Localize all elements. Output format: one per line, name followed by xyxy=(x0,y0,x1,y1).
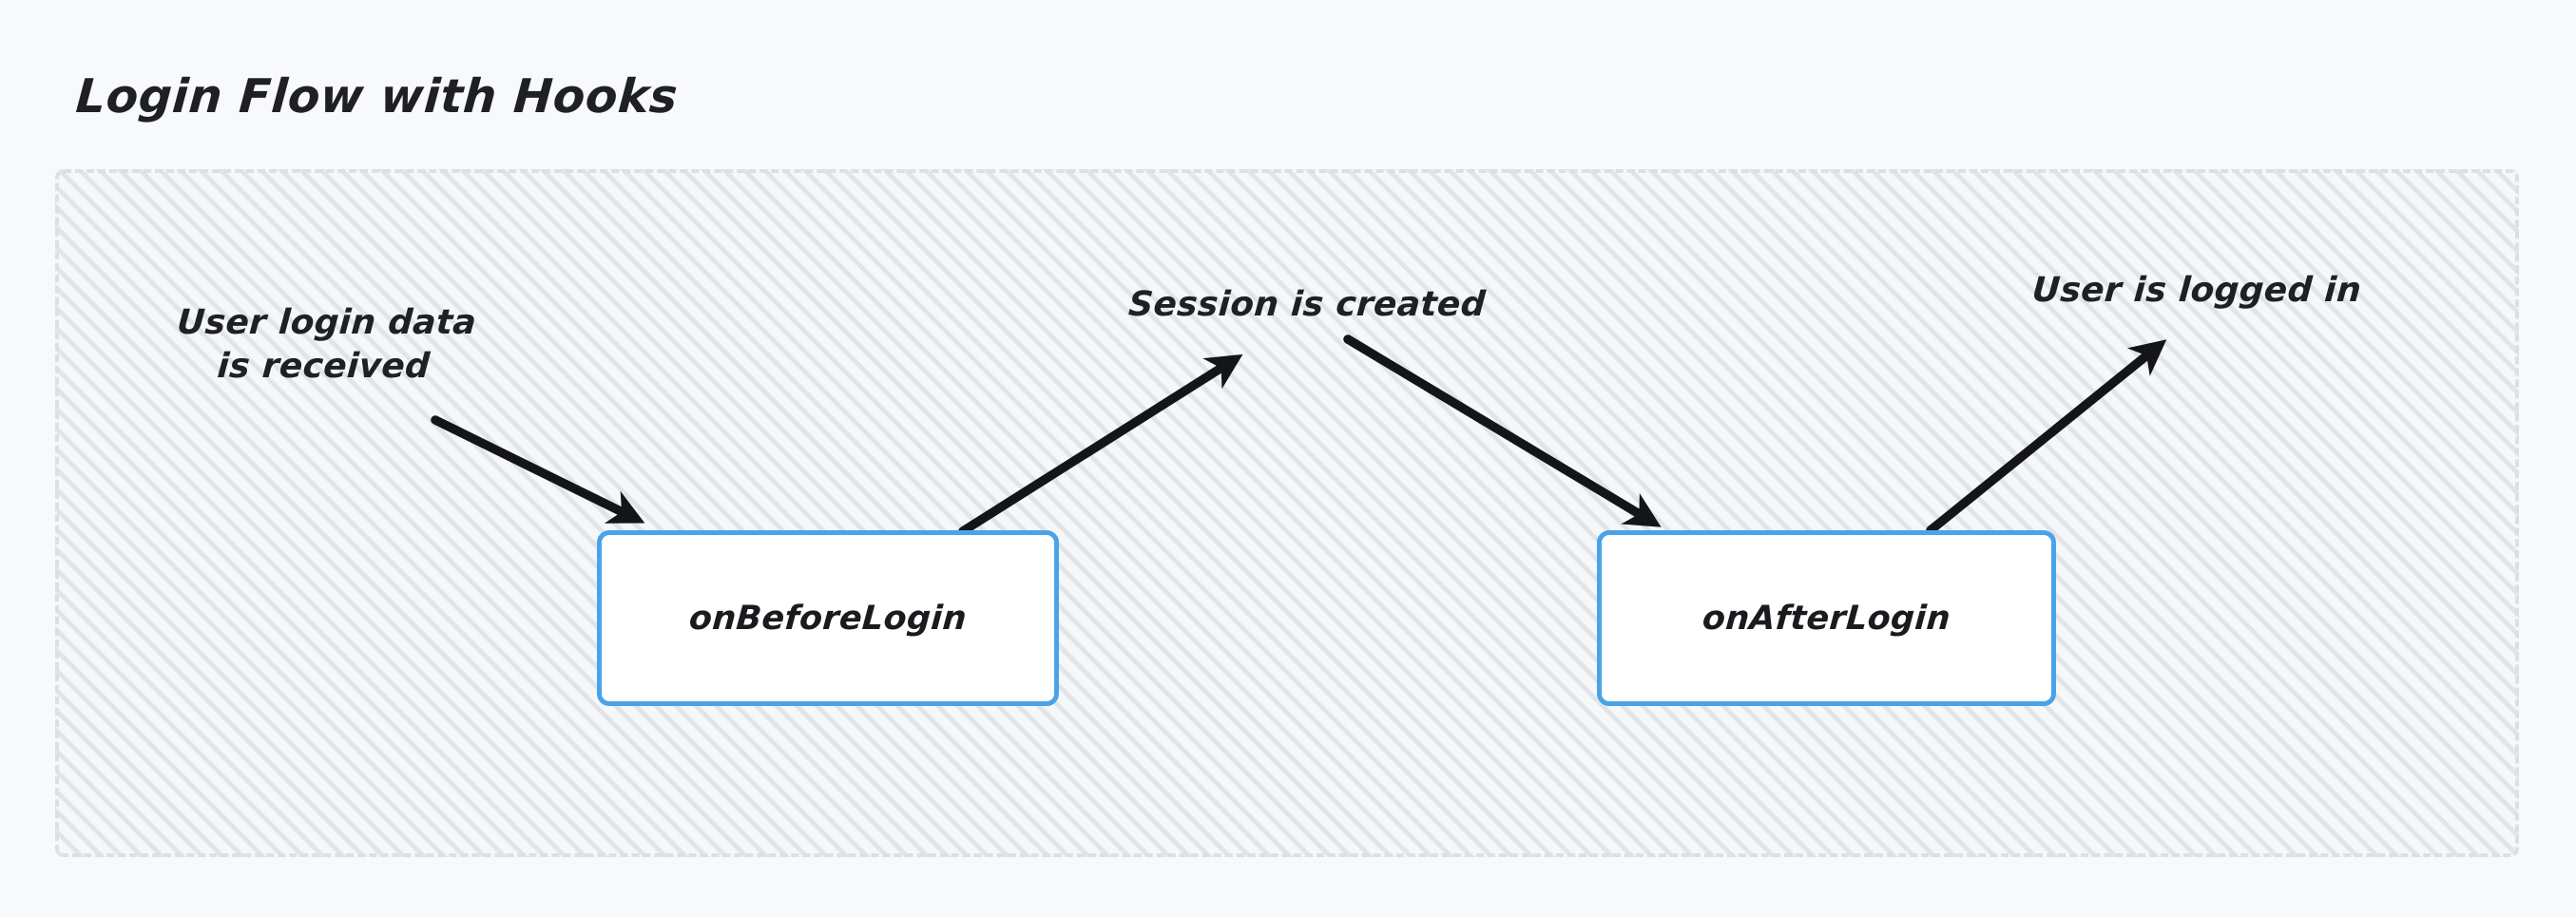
node-on-after-login-label: onAfterLogin xyxy=(1701,599,1952,638)
node-on-after-login[interactable]: onAfterLogin xyxy=(1597,530,2056,706)
node-on-before-login[interactable]: onBeforeLogin xyxy=(597,530,1059,706)
annotation-user-login-data: User login data is received xyxy=(175,303,478,387)
node-on-before-login-label: onBeforeLogin xyxy=(687,599,969,638)
page-title: Login Flow with Hooks xyxy=(74,69,680,124)
annotation-user-logged-in: User is logged in xyxy=(2030,271,2363,310)
annotation-session-created: Session is created xyxy=(1126,285,1488,324)
